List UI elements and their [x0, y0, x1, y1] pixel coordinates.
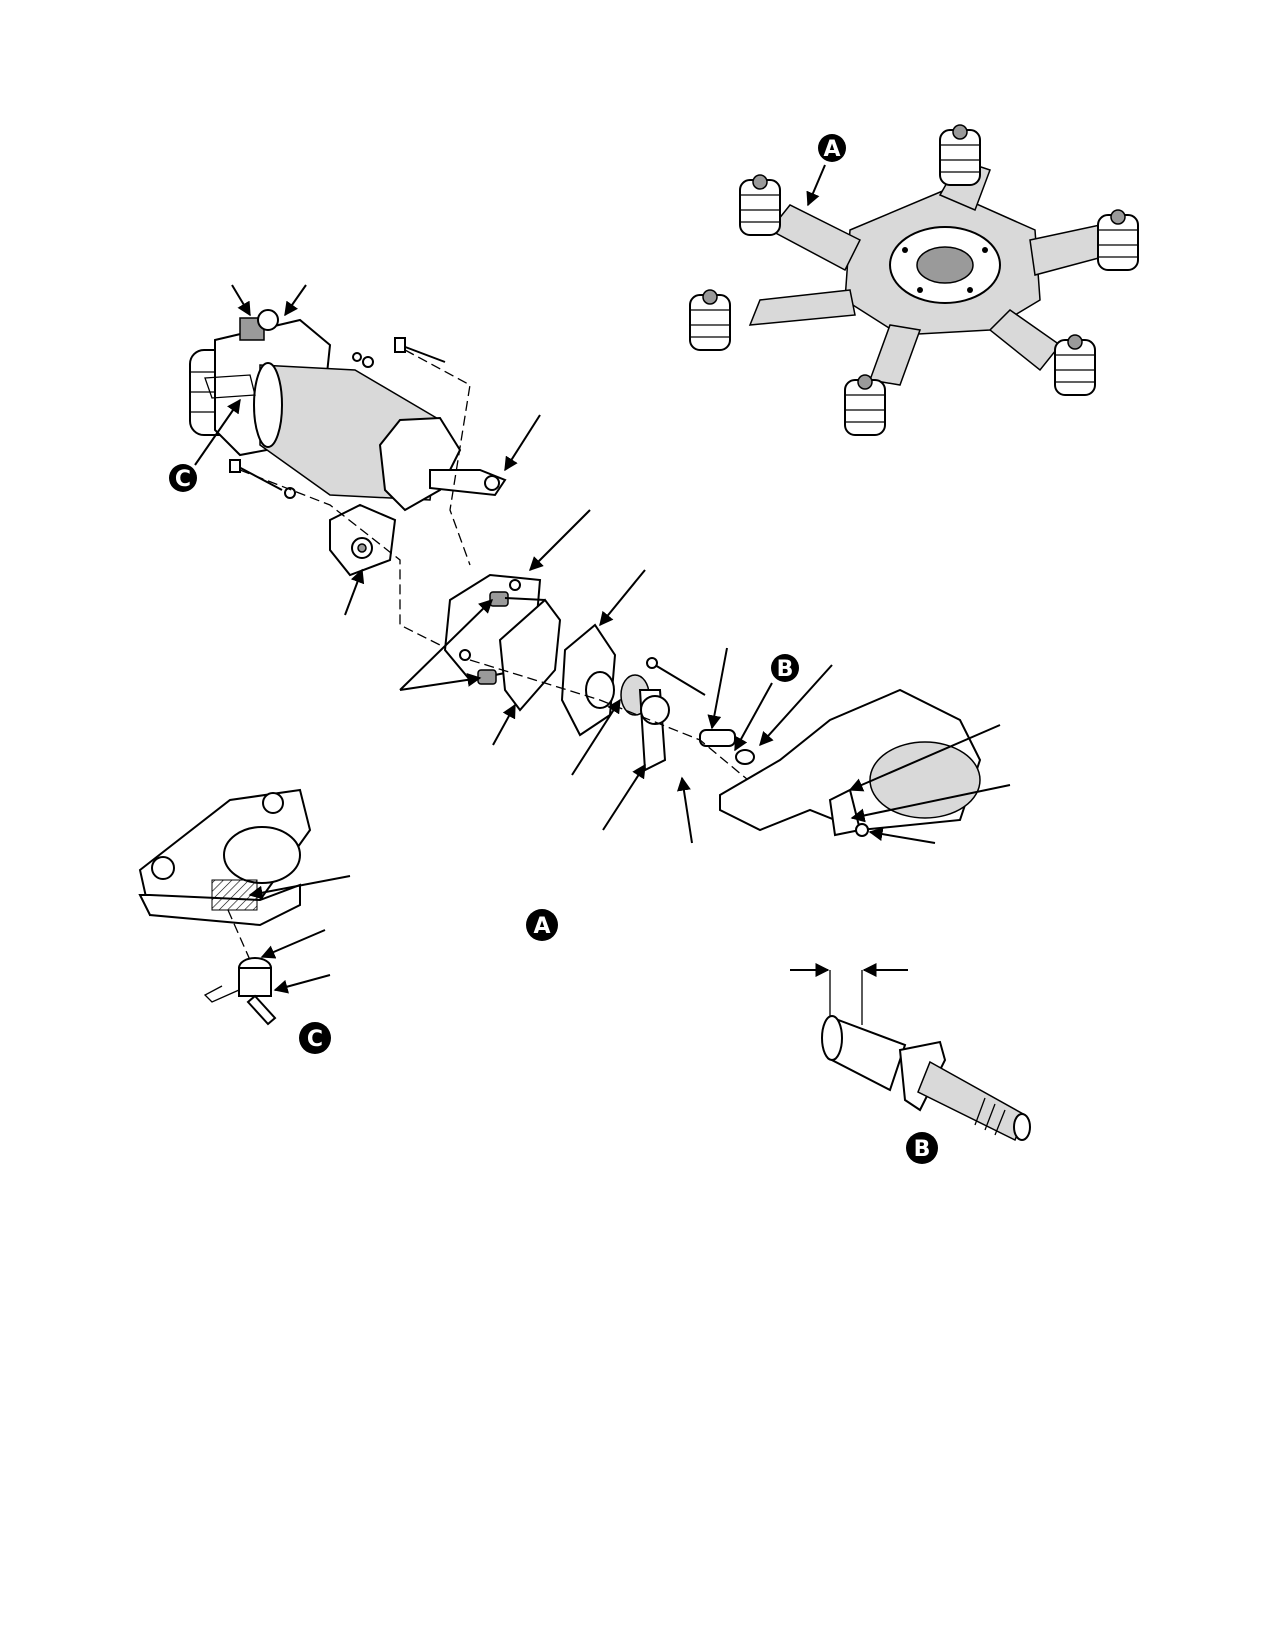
blade-grip-assembly: C: [169, 284, 541, 661]
callout-b-main: B: [771, 654, 799, 682]
svg-text:C: C: [175, 467, 191, 492]
damper-components: B: [399, 509, 833, 844]
callout-a-overview: A: [818, 134, 846, 162]
svg-text:A: A: [533, 914, 550, 939]
callout-b-detail: B: [906, 1132, 938, 1164]
svg-text:B: B: [914, 1137, 931, 1162]
detail-b-pin: B: [790, 963, 1031, 1164]
svg-text:B: B: [777, 657, 794, 682]
svg-text:A: A: [823, 137, 840, 162]
detail-c-clevis: C: [138, 788, 351, 1054]
hub-arm: [719, 688, 1011, 844]
svg-text:C: C: [307, 1027, 323, 1052]
callout-c-detail: C: [299, 1022, 331, 1054]
view-label-a: A: [526, 909, 558, 941]
rotor-hub-overview: A: [689, 124, 1139, 436]
callout-c-main: C: [169, 464, 197, 492]
